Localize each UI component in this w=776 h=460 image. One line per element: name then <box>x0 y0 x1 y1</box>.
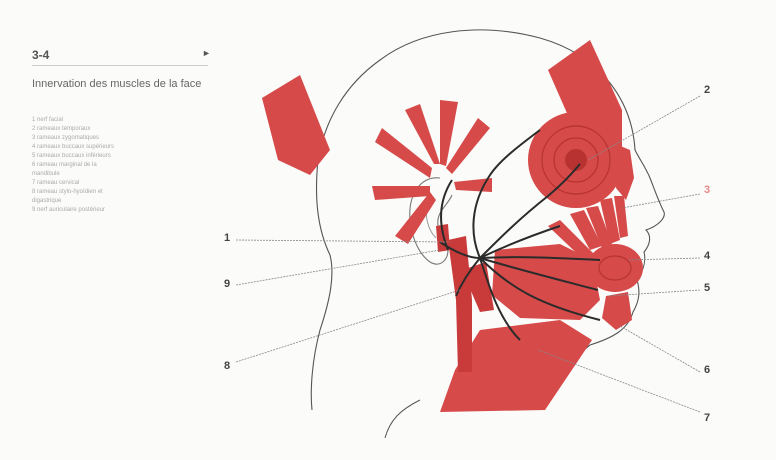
callout-6: 6 <box>704 364 710 376</box>
occipitalis-muscle <box>262 75 330 175</box>
callout-5: 5 <box>704 282 710 294</box>
callout-9: 9 <box>224 278 230 290</box>
callout-4: 4 <box>704 250 710 262</box>
callout-3: 3 <box>704 184 710 196</box>
callout-1: 1 <box>224 232 230 244</box>
callout-7: 7 <box>704 412 710 424</box>
nasal-muscle <box>616 145 634 200</box>
callout-8: 8 <box>224 360 230 372</box>
callout-2: 2 <box>704 84 710 96</box>
shoulder-outline <box>385 400 420 438</box>
